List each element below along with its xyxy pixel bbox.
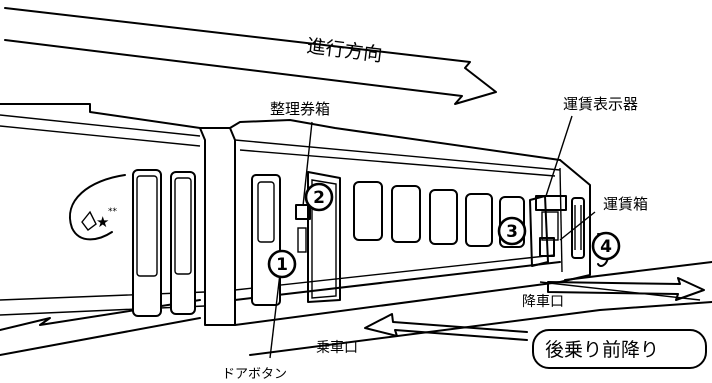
- platform: [249, 261, 712, 356]
- rear-car-windows: [132, 169, 196, 317]
- badge-2: 2: [304, 182, 334, 212]
- direction-label: 進行方向: [305, 35, 383, 66]
- exit-arrow: [547, 277, 705, 301]
- logo-icon: ★ **: [69, 174, 126, 241]
- svg-text:3: 3: [506, 222, 518, 242]
- badge-1: 1: [267, 249, 297, 279]
- leader-lines: [269, 115, 596, 359]
- train-body: [0, 103, 591, 356]
- badge-4: 4: [591, 231, 621, 261]
- svg-text:1: 1: [276, 255, 288, 275]
- svg-text:★: ★: [96, 213, 109, 231]
- fare-box-label: 運賃箱: [603, 195, 648, 213]
- boarding-rule-label: 後乗り前降り: [545, 339, 659, 361]
- exit-label: 降車口: [522, 293, 564, 310]
- boarding-rule-box: [532, 329, 707, 369]
- ticket-box-label: 整理券箱: [270, 100, 330, 118]
- door-button-label: ドアボタン: [222, 367, 287, 382]
- entrance-label: 乗車口: [316, 339, 358, 356]
- front-car-windows: [353, 181, 525, 248]
- svg-text:**: **: [108, 207, 118, 217]
- fare-display-label: 運賃表示器: [563, 95, 638, 113]
- badge-3: 3: [497, 216, 527, 246]
- svg-text:2: 2: [313, 188, 325, 208]
- svg-text:4: 4: [600, 237, 612, 257]
- direction-arrow: [4, 7, 497, 105]
- entrance-arrow: [364, 313, 528, 341]
